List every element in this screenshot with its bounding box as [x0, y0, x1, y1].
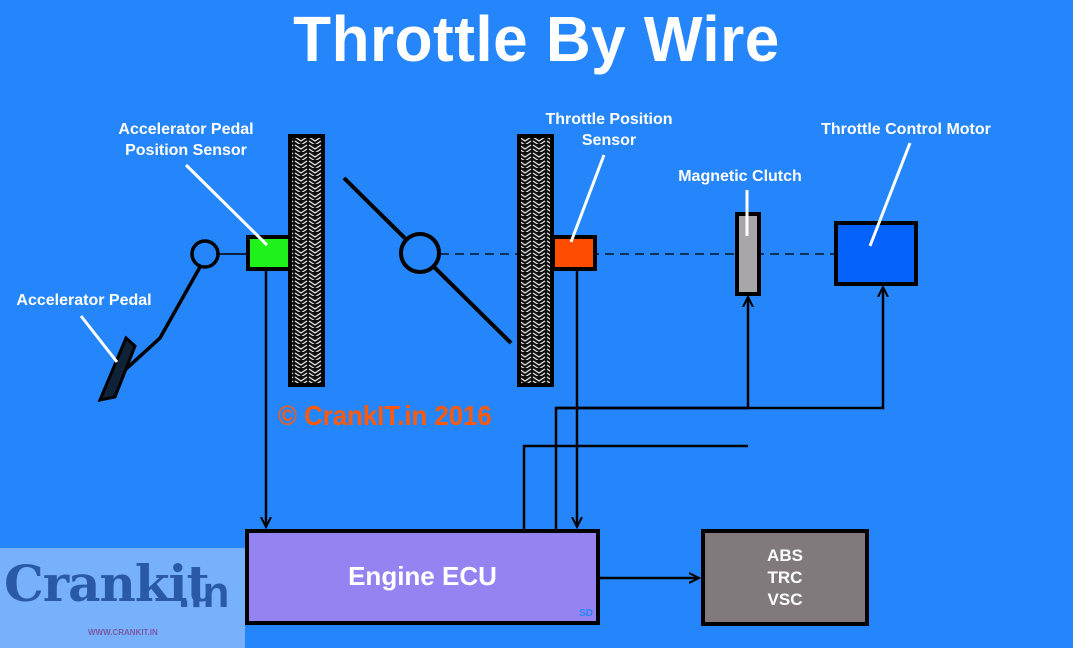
throttle-position-sensor	[551, 235, 597, 271]
abs-trc-vsc-box: ABS TRC VSC	[701, 529, 869, 626]
trc-label: TRC	[767, 568, 803, 587]
crankit-logo[interactable]: Crankit .in WWW.CRANKIT.IN	[0, 548, 245, 648]
engine-ecu-box: Engine ECU SD	[245, 529, 600, 625]
label-accelerator-pedal-position-sensor: Accelerator Pedal Position Sensor	[100, 119, 272, 161]
wire-ecu-to-motor-upper	[556, 287, 883, 410]
vsc-label: VSC	[767, 590, 803, 609]
wire-ecu-to-clutch	[554, 297, 748, 529]
throttle-control-motor	[834, 221, 918, 286]
throttle-valve-icon	[399, 232, 441, 274]
author-mark: SD	[579, 608, 593, 619]
accelerator-pedal-icon	[97, 335, 137, 403]
throttle-body-wall-right	[517, 134, 554, 387]
logo-suffix: .in	[178, 568, 230, 617]
diagram-title: Throttle By Wire	[293, 3, 780, 75]
pointer-accelerator-pedal	[79, 315, 119, 363]
abs-trc-vsc-labels: ABS TRC VSC	[705, 545, 865, 611]
label-throttle-position-sensor: Throttle Position Sensor	[529, 109, 689, 151]
copyright-text: © CrankIT.in 2016	[278, 400, 492, 431]
label-line: Position Sensor	[125, 142, 247, 159]
label-accelerator-pedal: Accelerator Pedal	[16, 292, 152, 309]
pedal-pivot-icon	[190, 239, 220, 269]
accelerator-pedal-position-sensor	[246, 235, 292, 271]
logo-url[interactable]: WWW.CRANKIT.IN	[88, 628, 158, 637]
label-magnetic-clutch: Magnetic Clutch	[678, 168, 802, 185]
label-line: Throttle Position	[545, 111, 673, 128]
wire-ecu-to-motor	[522, 444, 748, 529]
label-line: Sensor	[581, 132, 637, 149]
logo-wordmark: Crankit	[4, 554, 210, 613]
abs-label: ABS	[767, 546, 803, 565]
engine-ecu-label: Engine ECU	[348, 561, 497, 591]
label-throttle-control-motor: Throttle Control Motor	[821, 121, 991, 138]
pointer-apps	[184, 163, 269, 247]
pointer-motor	[868, 142, 912, 247]
pedal-arm	[123, 266, 202, 372]
throttle-body-wall-left	[288, 134, 325, 387]
label-line: Accelerator Pedal	[118, 121, 254, 138]
pointer-tps	[569, 154, 606, 243]
